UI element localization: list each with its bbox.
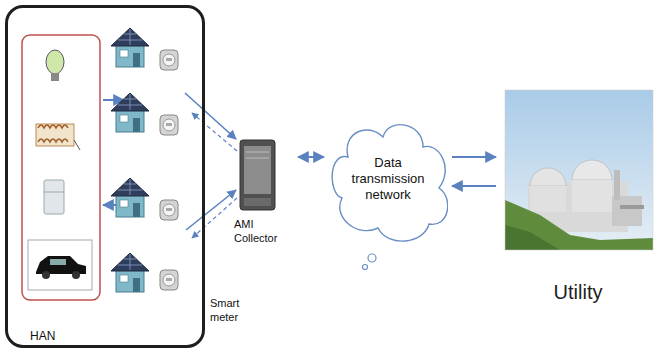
- han-region: HAN: [5, 5, 205, 348]
- cloud-bubble: [363, 265, 368, 270]
- solar-house: [111, 93, 149, 132]
- appliance-panel: [22, 35, 100, 300]
- ami-collector: AMI Collector: [222, 135, 292, 249]
- flow-arrow: [298, 156, 324, 158]
- flow-arrow: [298, 156, 324, 158]
- light-bulb-icon: [46, 50, 64, 81]
- solar-house: [111, 28, 149, 67]
- han-region-text: HAN: [28, 329, 57, 343]
- network-cloud: Data transmission network: [328, 112, 448, 252]
- cloud-bubble: [368, 254, 376, 262]
- utility-site: Utility: [500, 88, 656, 310]
- downlink-arrow: [192, 198, 237, 238]
- smart-meter: [160, 200, 178, 220]
- electric-car-icon: [28, 240, 92, 290]
- flow-arrow: [452, 185, 496, 187]
- flow-arrow: [452, 156, 496, 158]
- solar-house: [111, 178, 149, 217]
- utility-site-text: Utility: [500, 280, 656, 304]
- solar-house: [111, 253, 149, 292]
- network-cloud-text: Data transmission network: [343, 155, 433, 203]
- uplink-arrow: [185, 93, 236, 139]
- supply-arrow: [103, 99, 124, 101]
- smart-meter-label: Smart meter: [210, 296, 252, 324]
- collector-device: [240, 140, 275, 210]
- smart-meter: [160, 270, 178, 290]
- downlink-arrow: [192, 113, 237, 151]
- smart-meter: [160, 115, 178, 135]
- ami-collector-text: AMI Collector: [234, 217, 290, 245]
- power-plant-photo: [505, 90, 653, 250]
- smart-meter: [160, 50, 178, 70]
- heater-coil-icon: [36, 124, 80, 150]
- uplink-arrow: [186, 190, 236, 230]
- refrigerator-icon: [44, 180, 64, 214]
